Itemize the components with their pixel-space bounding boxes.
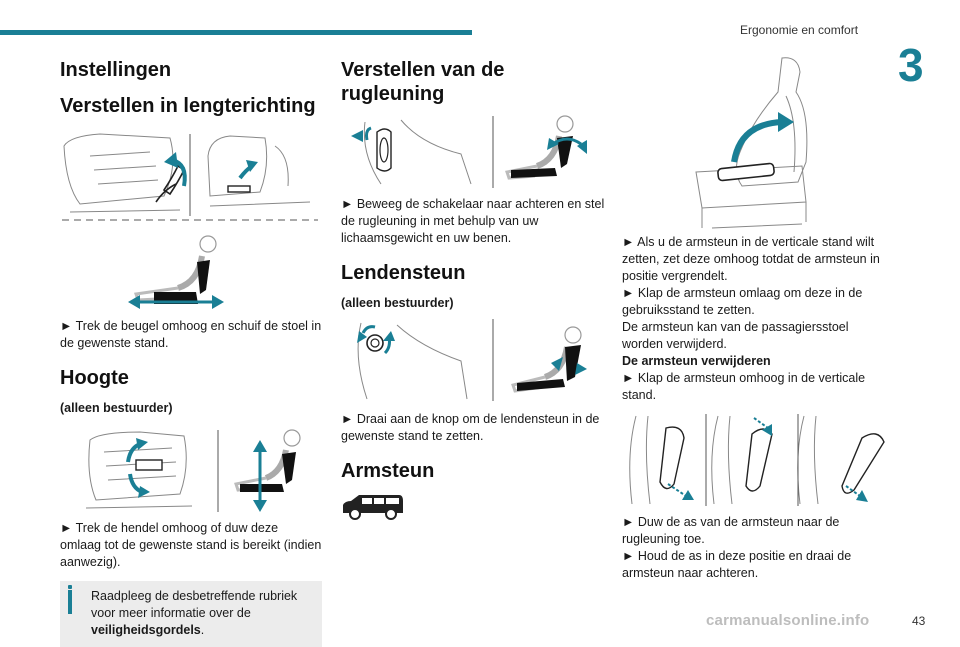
info-text-main: Raadpleeg de desbetreffende rubriek voor… xyxy=(91,589,298,620)
chapter-number: 3 xyxy=(898,39,924,91)
armrest-note: De armsteun kan van de passagiersstoel w… xyxy=(622,320,849,351)
armrest-removal-illustration xyxy=(622,414,890,508)
lumbar-instruction: ► Draai aan de knop om de lendensteun in… xyxy=(341,412,600,443)
armrest-instruction-2: ► Klap de armsteun omlaag om deze in de … xyxy=(622,286,863,317)
remove-armrest-instruction: ► Klap de armsteun omhoog in de vertical… xyxy=(622,371,866,402)
length-body-diagram xyxy=(60,232,322,310)
final-instruction-1: ► Duw de as van de armsteun naar de rugl… xyxy=(622,515,840,546)
height-illustration xyxy=(60,426,322,516)
watermark: carmanualsonline.info xyxy=(706,612,870,629)
height-instruction: ► Trek de hendel omhoog of duw deze omla… xyxy=(60,521,322,569)
lumbar-heading: Lendensteun xyxy=(341,262,466,284)
armrest-seat-illustration xyxy=(682,52,890,234)
section-title: Ergonomie en comfort xyxy=(740,23,859,37)
column-1: Instellingen Verstellen in lengterichtin… xyxy=(60,52,322,647)
info-text-end: . xyxy=(200,623,205,637)
height-subheading: (alleen bestuurder) xyxy=(60,401,173,415)
info-text-bold: veiligheidsgordels xyxy=(91,623,201,637)
lumbar-subheading: (alleen bestuurder) xyxy=(341,296,454,310)
column-3: ► Als u de armsteun in de verticale stan… xyxy=(622,52,890,582)
page-number: 43 xyxy=(912,614,926,628)
length-seat-illustration xyxy=(60,126,322,228)
armrest-heading: Armsteun xyxy=(341,460,435,482)
header-accent-bar xyxy=(0,30,472,35)
height-heading: Hoogte xyxy=(60,367,129,389)
backrest-heading: Verstellen van de rugleuning xyxy=(341,59,505,105)
column-2: Verstellen van de rugleuning ► Beweeg de… xyxy=(341,52,609,521)
length-heading: Verstellen in lengterichting xyxy=(60,95,316,117)
settings-heading: Instellingen xyxy=(60,59,172,81)
van-icon xyxy=(341,493,609,521)
backrest-instruction: ► Beweeg de schakelaar naar achteren en … xyxy=(341,197,605,245)
info-box: Raadpleeg de desbetreffende rubriek voor… xyxy=(60,581,322,647)
backrest-illustration xyxy=(341,114,609,190)
info-text: Raadpleeg de desbetreffende rubriek voor… xyxy=(68,588,314,639)
length-instruction: ► Trek de beugel omhoog en schuif de sto… xyxy=(60,319,322,350)
armrest-instruction-1: ► Als u de armsteun in de verticale stan… xyxy=(622,235,880,283)
lumbar-illustration xyxy=(341,317,609,403)
remove-armrest-heading: De armsteun verwijderen xyxy=(622,354,771,368)
info-icon xyxy=(68,585,72,589)
final-instruction-2: ► Houd de as in deze positie en draai de… xyxy=(622,549,852,580)
info-icon-bar xyxy=(68,590,72,614)
